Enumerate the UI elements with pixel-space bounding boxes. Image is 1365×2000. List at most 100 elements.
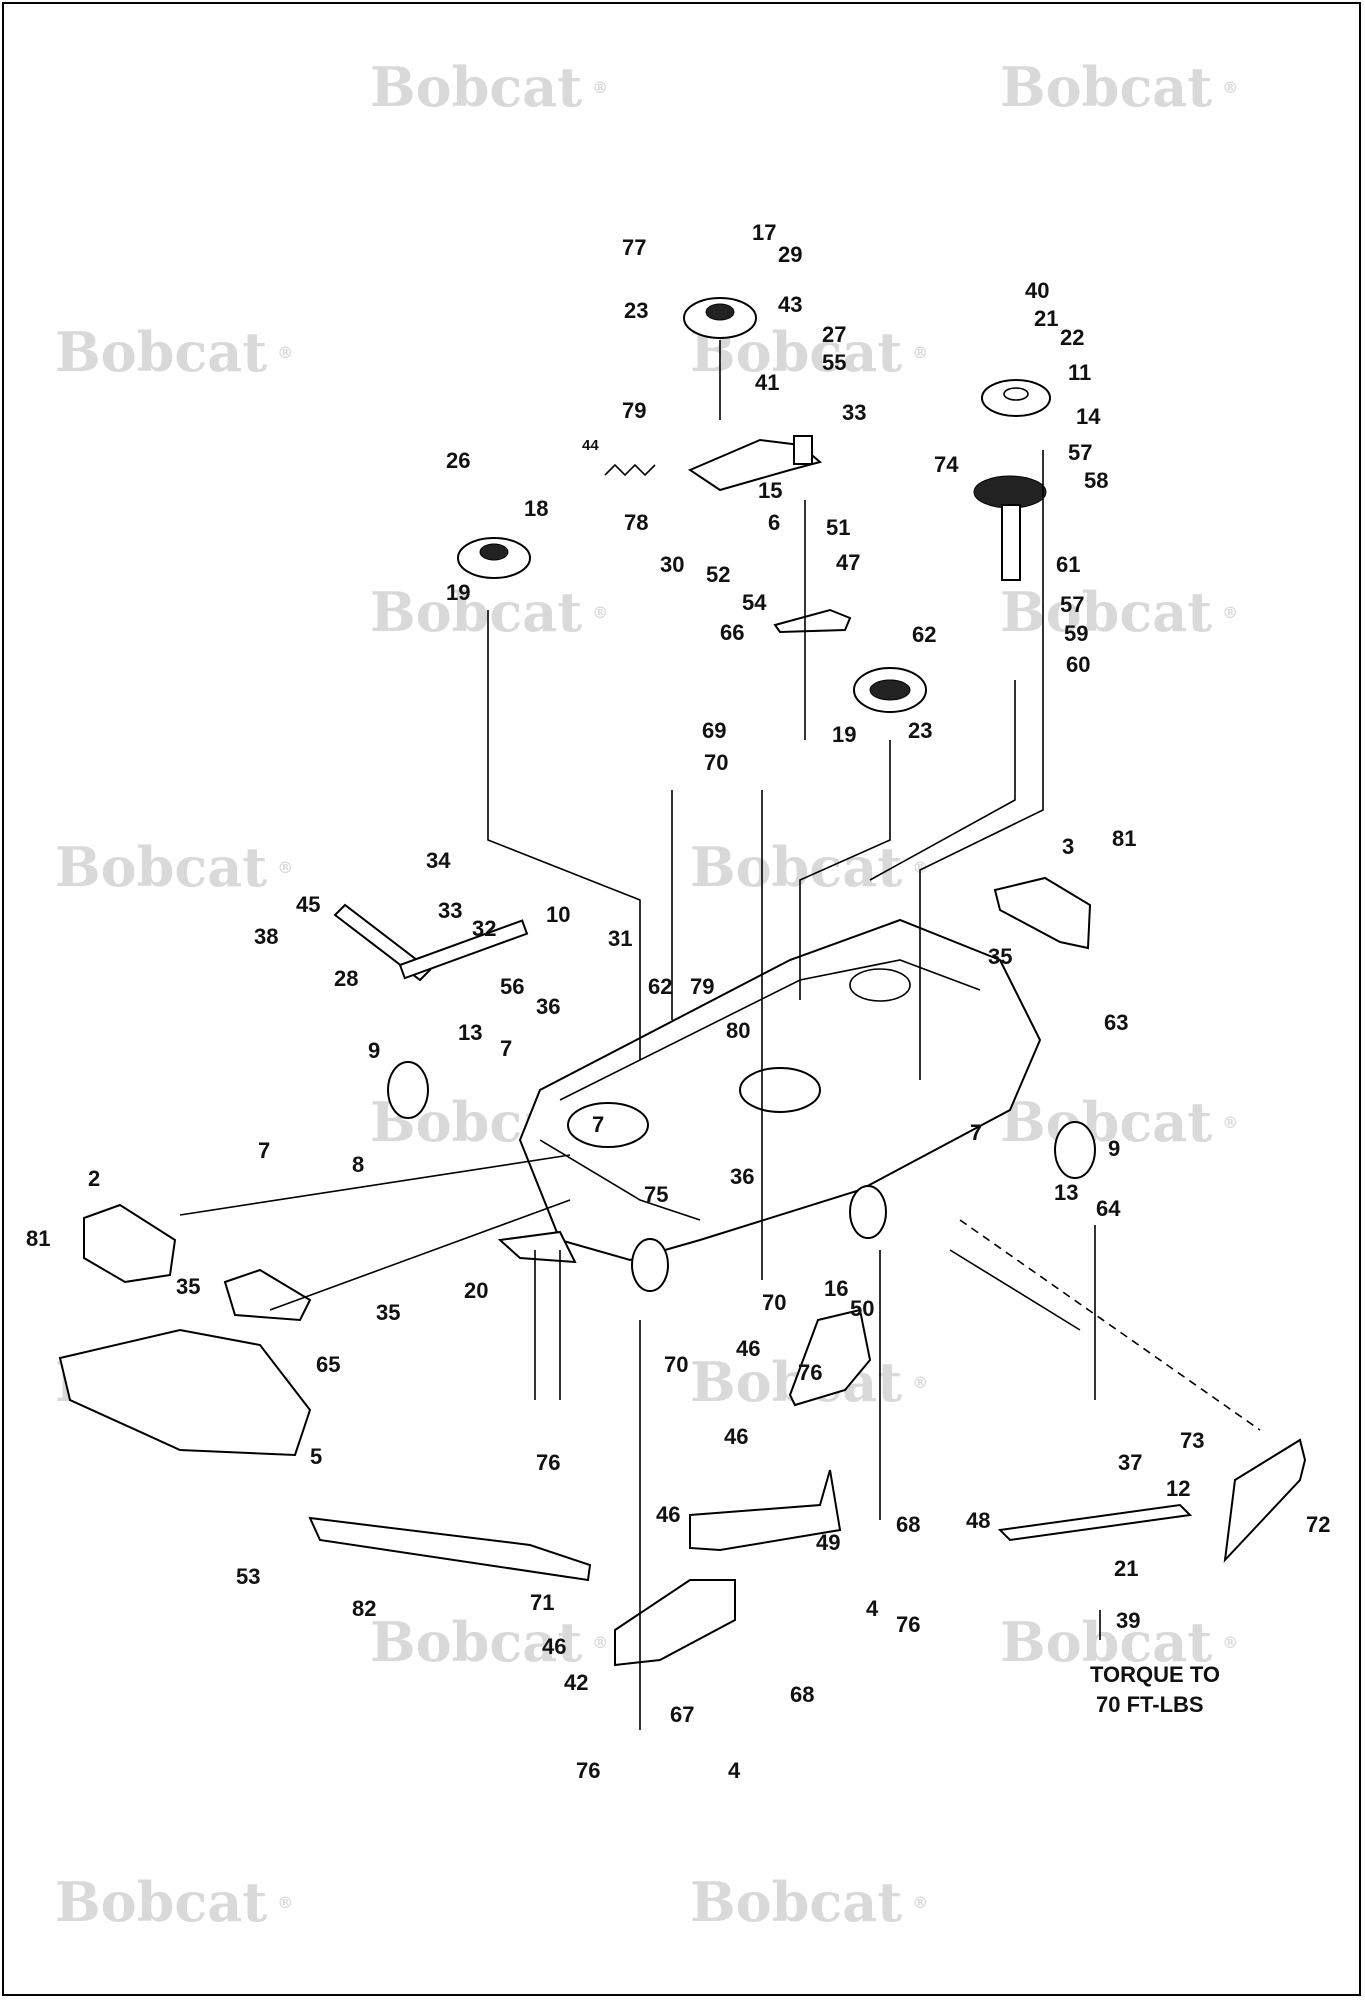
- lift-arm-28: [333, 903, 529, 982]
- callout-34: 34: [426, 848, 451, 873]
- callout-5: 5: [310, 1444, 322, 1469]
- callout-47: 47: [836, 550, 860, 575]
- pulley-23-right: [853, 667, 927, 713]
- callout-21b: 21: [1114, 1556, 1138, 1581]
- watermark-logo: Bobcat®: [370, 55, 609, 119]
- callout-58: 58: [1084, 468, 1108, 493]
- callout-70: 70: [704, 750, 728, 775]
- callout-74: 74: [934, 452, 959, 477]
- callout-labels: 77 17 29 23 43 27 55 41 33 79 44 15 78 6…: [26, 220, 1330, 1783]
- callout-53: 53: [236, 1564, 260, 1589]
- callout-67: 67: [670, 1702, 694, 1727]
- callout-32: 32: [472, 916, 496, 941]
- callout-42: 42: [564, 1670, 588, 1695]
- watermark-logo: Bobcat®: [690, 1870, 929, 1934]
- callout-57: 57: [1068, 440, 1092, 465]
- callout-81: 81: [1112, 826, 1136, 851]
- callout-41: 41: [755, 370, 779, 395]
- callout-15: 15: [758, 478, 782, 503]
- callout-6: 6: [768, 510, 780, 535]
- pulley-18: [457, 537, 531, 579]
- gauge-wheel-9-left: [387, 1061, 429, 1119]
- torque-note-line-1: TORQUE TO: [1090, 1662, 1220, 1687]
- callout-13b: 13: [1054, 1180, 1078, 1205]
- callout-66: 66: [720, 620, 744, 645]
- callout-7c: 7: [258, 1138, 270, 1163]
- callout-82: 82: [352, 1596, 376, 1621]
- watermark-text: Bobcat: [1000, 1610, 1213, 1674]
- callout-12: 12: [1166, 1476, 1190, 1501]
- deflector-72: [1223, 1438, 1307, 1563]
- callout-29: 29: [778, 242, 802, 267]
- callout-22: 22: [1060, 325, 1084, 350]
- belt-shield-2: [83, 1203, 177, 1284]
- baffle-42: [614, 1579, 736, 1667]
- callout-3: 3: [1062, 834, 1074, 859]
- belt-shield-3: [993, 876, 1092, 950]
- callout-19: 19: [446, 580, 470, 605]
- callout-60: 60: [1066, 652, 1090, 677]
- callout-57b: 57: [1060, 592, 1084, 617]
- callout-44: 44: [582, 437, 599, 454]
- callout-20: 20: [464, 1278, 488, 1303]
- belt-cover-66: [773, 608, 852, 634]
- watermark-text: Bobcat: [370, 580, 583, 644]
- callout-35c: 35: [376, 1300, 400, 1325]
- callout-27: 27: [822, 322, 846, 347]
- watermark-logo: Bobcat®: [1000, 1610, 1239, 1674]
- mower-deck: [518, 918, 1042, 1262]
- callout-46c: 46: [656, 1502, 680, 1527]
- baffle-49: [689, 1469, 842, 1552]
- callout-65: 65: [316, 1352, 340, 1377]
- callout-9b: 9: [1108, 1136, 1120, 1161]
- torque-note: TORQUE TO 70 FT-LBS: [1090, 1660, 1220, 1720]
- callout-21: 21: [1034, 306, 1058, 331]
- watermark-text: Bobcat: [690, 1870, 903, 1934]
- callout-70b: 70: [762, 1290, 786, 1315]
- idler-arm-15: [687, 435, 823, 492]
- callout-68b: 68: [896, 1512, 920, 1537]
- callout-77: 77: [622, 235, 646, 260]
- callout-17: 17: [752, 220, 776, 245]
- callout-73: 73: [1180, 1428, 1204, 1453]
- callout-36: 36: [536, 994, 560, 1019]
- callout-16: 16: [824, 1276, 848, 1301]
- callout-68: 68: [790, 1682, 814, 1707]
- callout-64: 64: [1096, 1196, 1121, 1221]
- callout-28: 28: [334, 966, 358, 991]
- callout-46b: 46: [724, 1424, 748, 1449]
- callout-69: 69: [702, 718, 726, 743]
- watermark-logo: Bobcat®: [370, 580, 609, 644]
- watermark-logo: Bobcat®: [370, 1610, 609, 1674]
- callout-7d: 7: [592, 1112, 604, 1137]
- baffle-50: [788, 1308, 872, 1407]
- callout-80: 80: [726, 1018, 750, 1043]
- callout-11: 11: [1068, 360, 1091, 385]
- spring-44: [604, 463, 656, 477]
- callout-48: 48: [966, 1508, 990, 1533]
- callout-38: 38: [254, 924, 278, 949]
- callout-8: 8: [352, 1152, 364, 1177]
- spindle-housing-58: [973, 475, 1047, 581]
- watermark-text: Bobcat: [1000, 1090, 1213, 1154]
- callout-10: 10: [546, 902, 570, 927]
- deck-wheel-front-right: [849, 1185, 887, 1239]
- callout-46: 46: [736, 1336, 760, 1361]
- callout-62: 62: [912, 622, 936, 647]
- callout-76b: 76: [536, 1450, 560, 1475]
- watermark-logo: Bobcat®: [1000, 1090, 1239, 1154]
- callout-7b: 7: [970, 1120, 982, 1145]
- callout-4b: 4: [866, 1596, 879, 1621]
- callout-26: 26: [446, 448, 470, 473]
- pulley-11: [981, 379, 1051, 417]
- watermark-text: Bobcat: [55, 320, 268, 384]
- watermark-logo: Bobcat®: [55, 835, 294, 899]
- callout-71: 71: [530, 1590, 554, 1615]
- callout-45: 45: [296, 892, 320, 917]
- callout-46d: 46: [542, 1634, 566, 1659]
- deck-wheel-front-left: [631, 1238, 669, 1292]
- callout-55: 55: [822, 350, 846, 375]
- watermark-text: Bobcat: [1000, 580, 1213, 644]
